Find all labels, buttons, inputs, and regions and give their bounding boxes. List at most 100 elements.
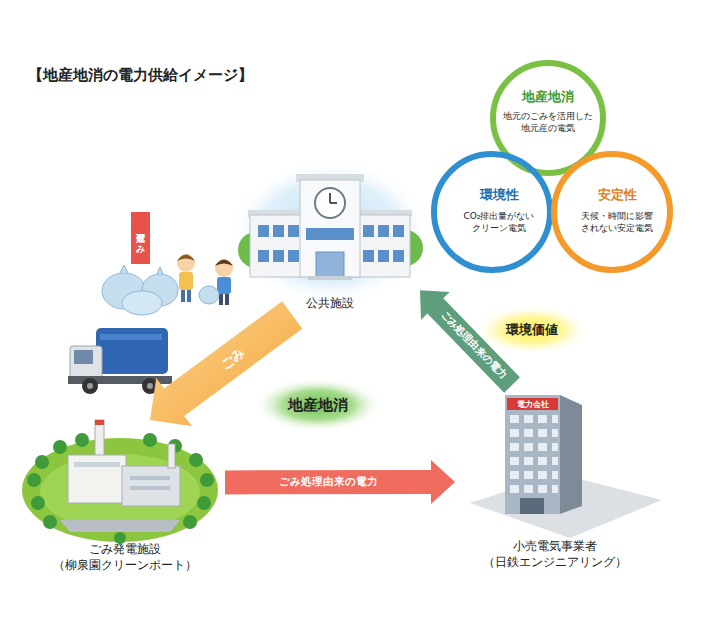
plant-trees bbox=[27, 433, 214, 544]
garbage-truck bbox=[68, 328, 172, 394]
garbage-truck bbox=[74, 350, 93, 364]
plant-trees bbox=[75, 433, 89, 447]
plant-building bbox=[130, 476, 170, 480]
garbage-tag bbox=[131, 212, 150, 264]
node-body: 天候・時間に影響 されない安定電気 bbox=[571, 210, 663, 234]
plant-node: ごみ発電施設 （柳泉園クリーンポート） bbox=[25, 420, 225, 580]
retailer-node: 小売電気事業者 （日鉄エンジニアリング） bbox=[455, 385, 655, 575]
children bbox=[199, 286, 219, 304]
children bbox=[217, 277, 231, 294]
node-label: ごみ発電施設 （柳泉園クリーンポート） bbox=[25, 541, 225, 574]
node-heading: 小売電気事業者 （日鉄エンジニアリング） bbox=[455, 538, 655, 571]
children bbox=[181, 290, 185, 302]
diagram-title: 【地産地消の電力供給イメージ】 bbox=[28, 66, 253, 85]
node-heading: 環境性 bbox=[480, 186, 519, 204]
plant-trees bbox=[53, 440, 67, 454]
school-building bbox=[306, 228, 354, 240]
garbage-bags bbox=[122, 291, 162, 315]
garbage-truck bbox=[70, 346, 102, 380]
office-building bbox=[507, 398, 558, 410]
garbage-truck bbox=[87, 383, 93, 389]
venn-circle: 環境性CO₂排出量がない クリーン電気 bbox=[431, 151, 553, 273]
garbage-bags bbox=[120, 265, 163, 274]
office-building bbox=[505, 395, 582, 514]
sign-text: 電力会社 bbox=[517, 399, 549, 410]
school-building bbox=[362, 222, 408, 272]
plant-trees bbox=[183, 515, 197, 529]
plant-building bbox=[68, 455, 126, 503]
node-label: 公共施設 bbox=[240, 295, 420, 312]
power-arrow bbox=[225, 460, 455, 504]
facility-node: 公共施設 bbox=[240, 160, 420, 315]
school-building bbox=[316, 252, 344, 277]
plant-trees bbox=[31, 496, 45, 510]
node-body: 地元のごみを活用した 地元産の電気 bbox=[498, 110, 598, 134]
plant-building bbox=[68, 420, 180, 506]
glow-yellow bbox=[474, 305, 590, 355]
school-building bbox=[248, 174, 412, 280]
children bbox=[177, 255, 195, 262]
glow-yellow bbox=[474, 305, 590, 355]
plant-building bbox=[130, 486, 170, 490]
plant-trees bbox=[143, 433, 157, 447]
plant-ground bbox=[22, 438, 218, 542]
children bbox=[225, 294, 229, 305]
plant-trees bbox=[27, 473, 41, 487]
edge-label: ごみ処理由来の電力 bbox=[437, 308, 510, 382]
garbage-bags bbox=[102, 265, 178, 315]
node-heading: 公共施設 bbox=[240, 295, 420, 312]
plant-trees bbox=[189, 453, 203, 467]
school-building bbox=[308, 276, 352, 280]
school-building bbox=[329, 193, 331, 203]
edge-label: ごみ bbox=[217, 344, 249, 374]
plant-trees bbox=[35, 455, 49, 469]
children bbox=[177, 254, 233, 305]
garbage-tag bbox=[131, 212, 150, 264]
school-halo bbox=[230, 160, 430, 304]
children bbox=[215, 259, 233, 277]
office-building bbox=[520, 498, 544, 514]
plant-trees bbox=[200, 473, 214, 487]
node-heading: ごみ発電施設 （柳泉園クリーンポート） bbox=[25, 541, 225, 574]
garbage-truck bbox=[100, 334, 162, 340]
children bbox=[179, 272, 193, 290]
office-building bbox=[505, 395, 560, 514]
children bbox=[215, 260, 233, 267]
value-label: 環境価値 bbox=[506, 321, 558, 339]
glow-green bbox=[254, 378, 382, 432]
center-label: 地産地消 bbox=[288, 396, 348, 415]
garbage-truck bbox=[147, 383, 153, 389]
children bbox=[187, 290, 191, 302]
power-arrow bbox=[420, 290, 520, 393]
node-label: 小売電気事業者 （日鉄エンジニアリング） bbox=[455, 538, 655, 571]
tag-text: 可燃ごみ bbox=[134, 226, 147, 250]
plant-building bbox=[168, 444, 175, 468]
office-building bbox=[560, 395, 582, 514]
garbage-truck bbox=[96, 328, 168, 374]
plant-ground bbox=[60, 520, 180, 532]
glow-green bbox=[254, 378, 382, 432]
plant-building bbox=[74, 462, 120, 467]
children bbox=[219, 294, 223, 305]
plant-building bbox=[95, 420, 104, 425]
plant-trees bbox=[197, 496, 211, 510]
venn-circle: 安定性天候・時間に影響 されない安定電気 bbox=[551, 151, 673, 273]
plant-ground bbox=[22, 438, 218, 542]
office-building bbox=[507, 412, 558, 494]
node-heading: 地産地消 bbox=[522, 88, 574, 106]
garbage-truck bbox=[82, 378, 98, 394]
garbage-arrow bbox=[150, 301, 302, 426]
plant-ground bbox=[40, 454, 200, 530]
school-building bbox=[300, 180, 360, 277]
edge-label: ごみ処理由来の電力 bbox=[278, 475, 377, 489]
plant-building bbox=[122, 466, 180, 506]
school-building bbox=[254, 222, 300, 272]
children bbox=[177, 254, 195, 272]
node-heading: 安定性 bbox=[598, 186, 637, 204]
plant-trees bbox=[43, 515, 57, 529]
school-building bbox=[330, 202, 337, 204]
